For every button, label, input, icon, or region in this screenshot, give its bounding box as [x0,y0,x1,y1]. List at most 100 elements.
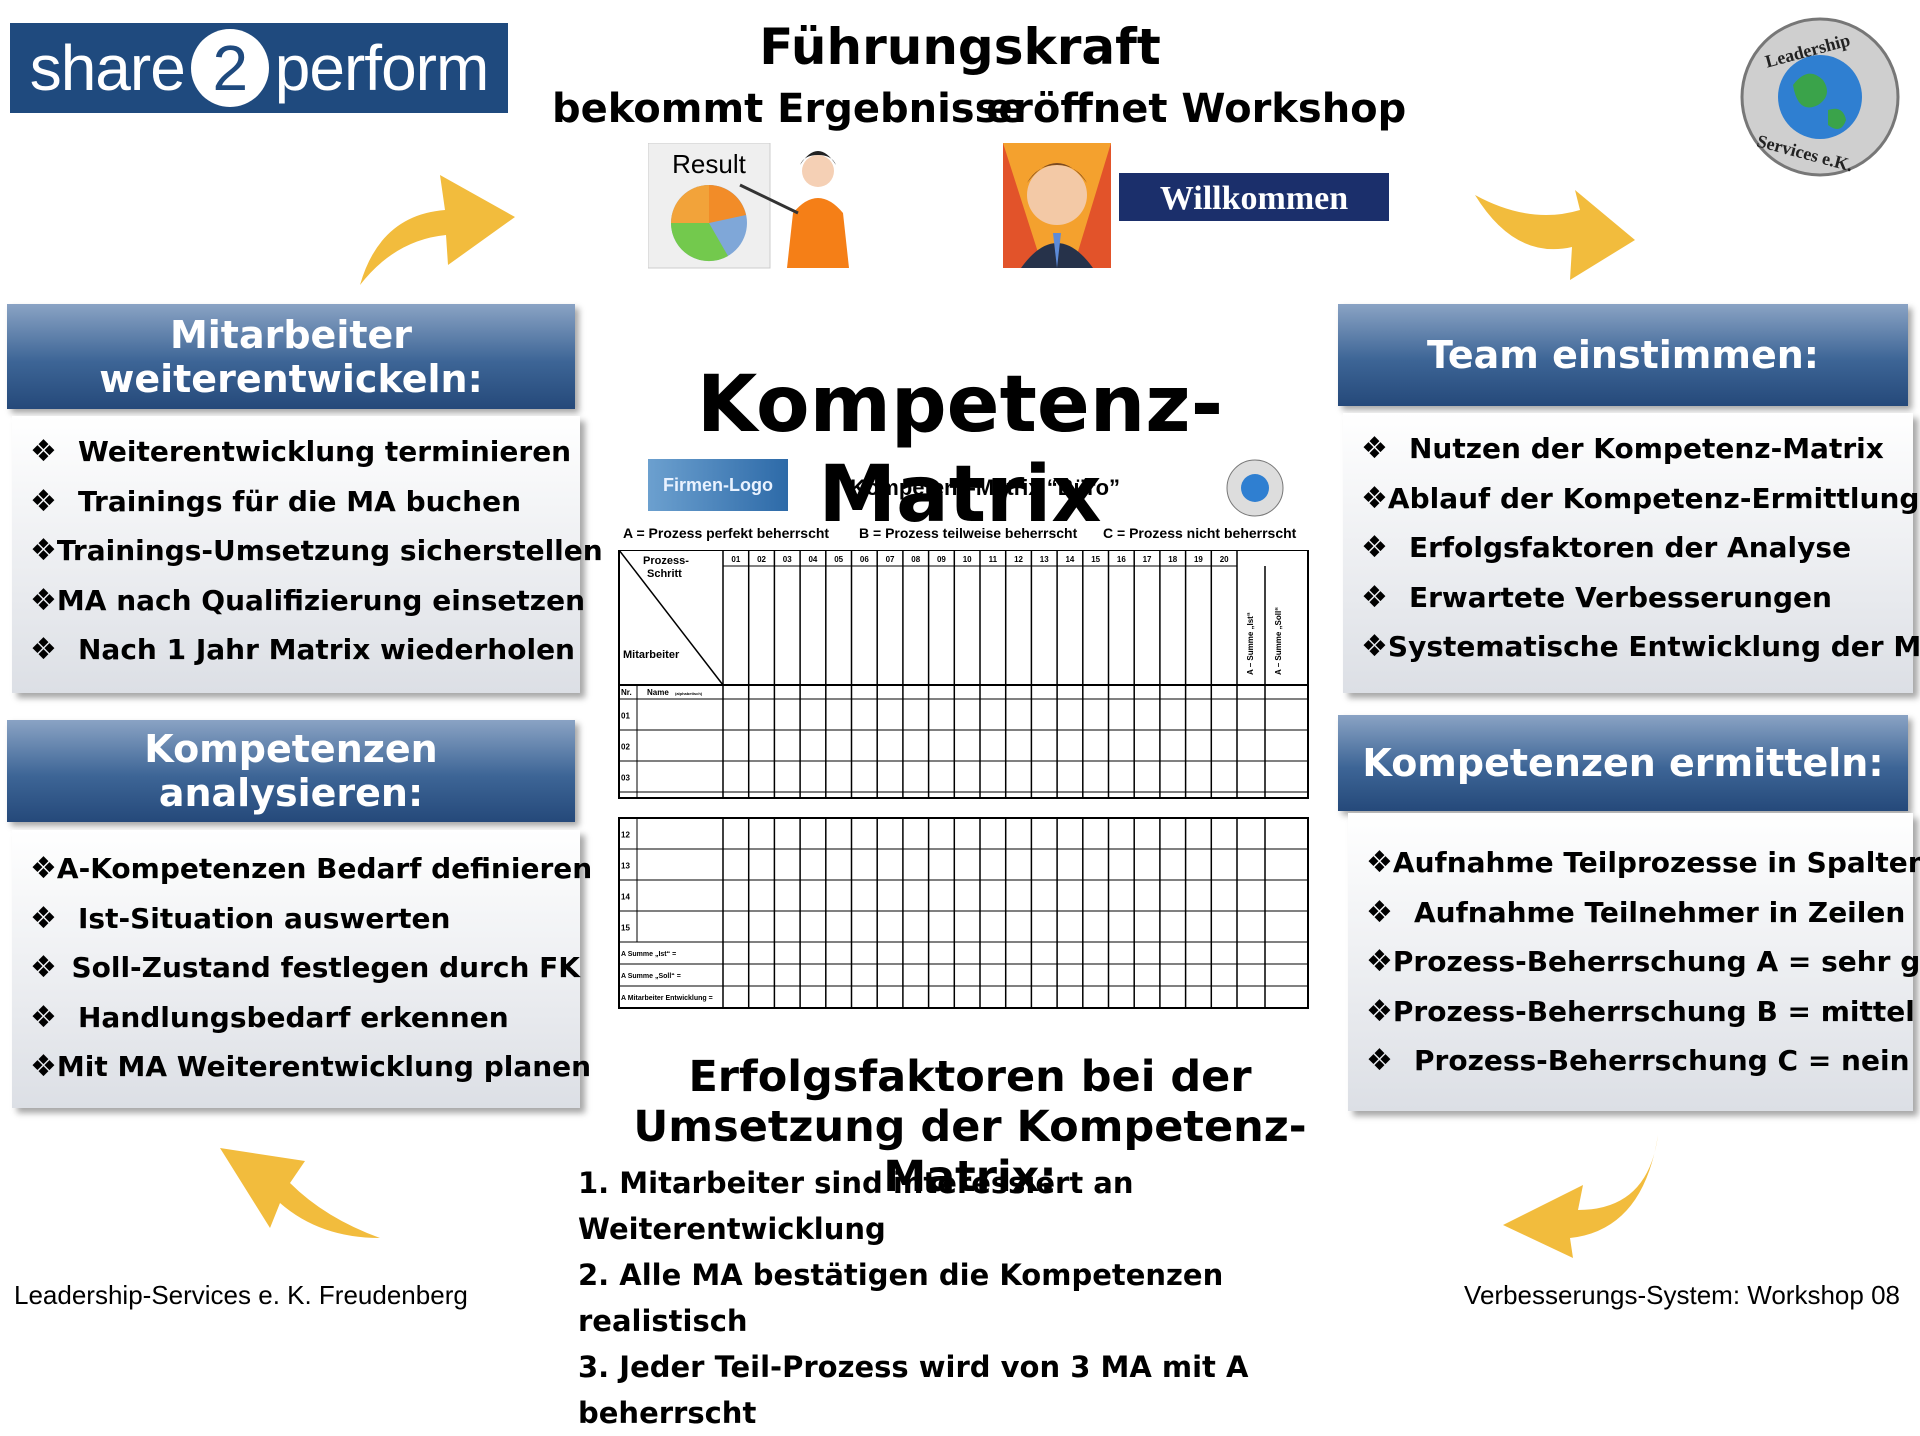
list-item: ❖MA nach Qualifizierung einsetzen [30,582,586,618]
matrix-corner-bottom: Mitarbeiter [623,649,680,661]
list-item: ❖Soll-Zustand festlegen durch FK [30,950,580,986]
list-item: ❖Ist-Situation auswerten [30,900,451,936]
matrix-col-number: 15 [1091,555,1100,564]
diamond-bullet-icon: ❖ [1361,530,1388,566]
welcome-illustration: Willkommen [1003,143,1391,271]
diamond-bullet-icon: ❖ [1366,845,1393,881]
matrix-row-number: 14 [621,893,630,902]
matrix-col-name-small: (alphabetisch) [675,691,703,696]
matrix-col-number: 17 [1143,555,1152,564]
matrix-col-number: 04 [808,555,817,564]
success-factors-title: Erfolgsfaktoren bei der Umsetzung der Ko… [633,1052,1307,1202]
matrix-row-number: 01 [621,712,630,721]
list-item: ❖Ablauf der Kompetenz-Ermittlung [1361,480,1920,516]
legend-c: C = Prozess nicht beherrscht [1103,525,1297,541]
box-top-left-body: ❖Weiterentwicklung terminieren ❖Training… [12,416,603,693]
logo-circle: 2 [190,29,269,107]
matrix-badge-icon [1226,459,1284,517]
matrix-col-number: 09 [937,555,946,564]
diamond-bullet-icon: ❖ [1361,579,1388,615]
list-item: ❖Mit MA Weiterentwicklung planen [30,1049,592,1085]
success-factor-item: 2. Alle MA bestätigen die Kompetenzen re… [578,1258,1224,1338]
list-item: ❖Systematische Entwicklung der MA [1361,629,1920,665]
list-item: ❖Aufnahme Teilnehmer in Zeilen [1366,894,1906,930]
matrix-col-number: 16 [1117,555,1126,564]
footer-right: Verbesserungs-System: Workshop 08 [1464,1280,1900,1310]
list-item: ❖Erwartete Verbesserungen [1361,579,1832,615]
arrow-top-left-icon [360,175,515,285]
matrix-col-name: Name [647,688,669,697]
matrix-sum-row-label: A Summe „Ist“ = [621,951,676,958]
diamond-bullet-icon: ❖ [30,999,57,1035]
matrix-col-number: 12 [1014,555,1023,564]
success-factor-item: 1. Mitarbeiter sind interessiert an Weit… [578,1166,1134,1246]
arrow-bottom-right-icon [1503,1135,1658,1258]
diamond-bullet-icon: ❖ [30,851,57,887]
matrix-col-number: 01 [731,555,740,564]
matrix-corner-top: Prozess- [643,555,689,567]
matrix-col-number: 19 [1194,555,1203,564]
diamond-bullet-icon: ❖ [30,483,57,519]
header-left-subtitle: bekommt Ergebnisse [552,86,1026,132]
diamond-bullet-icon: ❖ [30,900,57,936]
list-item: ❖A-Kompetenzen Bedarf definieren [30,851,593,887]
box-bottom-right-body: ❖Aufnahme Teilprozesse in Spalten ❖Aufna… [1348,813,1920,1111]
matrix-col-number: 10 [963,555,972,564]
box-top-right-body: ❖Nutzen der Kompetenz-Matrix ❖Ablauf der… [1343,413,1920,693]
diamond-bullet-icon: ❖ [1366,993,1393,1029]
matrix-col-number: 11 [989,555,998,564]
matrix-row-number: 13 [621,862,630,871]
success-factors-list: 1. Mitarbeiter sind interessiert an Weit… [578,1160,1398,1436]
matrix-col-number: 02 [757,555,766,564]
matrix-col-number: 13 [1040,555,1049,564]
box-top-right-title: Team einstimmen: [1338,304,1908,406]
diamond-bullet-icon: ❖ [1366,894,1393,930]
competence-matrix: Firmen-Logo Kompetenz-Matrix “Büro” A = … [615,455,1315,1035]
logo-text-right: perform [274,32,489,104]
matrix-corner-diagonal [618,550,724,686]
center-title: Kompetenz-Matrix [696,360,1224,540]
matrix-sum-soll-label: A – Summe „Soll“ [1274,607,1283,675]
diamond-bullet-icon: ❖ [30,533,57,569]
matrix-sum-row-label: A Summe „Soll“ = [621,973,681,980]
legend-a: A = Prozess perfekt beherrscht [623,525,830,541]
list-item: ❖Prozess-Beherrschung C = nein [1366,1043,1910,1079]
matrix-col-number: 05 [834,555,843,564]
diamond-bullet-icon: ❖ [30,1049,57,1085]
diamond-bullet-icon: ❖ [30,950,57,986]
matrix-col-nr: Nr. [621,688,632,697]
matrix-row-number: 15 [621,924,630,933]
list-item: ❖Handlungsbedarf erkennen [30,999,509,1035]
list-item: ❖Aufnahme Teilprozesse in Spalten [1366,845,1920,881]
arrow-bottom-left-icon [220,1148,380,1238]
matrix-col-number: 18 [1168,555,1177,564]
matrix-row-number: 03 [621,774,630,783]
list-item: ❖Trainings für die MA buchen [30,483,522,519]
logo-text-left: share [29,32,186,104]
list-item: ❖Erfolgsfaktoren der Analyse [1361,530,1852,566]
box-top-left-title: Mitarbeiter weiterentwickeln: [7,304,575,409]
result-illustration: Result [647,142,868,271]
header-right-subtitle: eröffnet Workshop [986,86,1407,132]
box-bottom-left-body: ❖A-Kompetenzen Bedarf definieren ❖Ist-Si… [12,830,593,1108]
diamond-bullet-icon: ❖ [1366,944,1393,980]
list-item: ❖Trainings-Umsetzung sicherstellen [30,533,603,569]
matrix-row-number: 02 [621,743,630,752]
diamond-bullet-icon: ❖ [30,632,57,668]
list-item: ❖Nutzen der Kompetenz-Matrix [1361,431,1884,467]
footer-left: Leadership-Services e. K. Freudenberg [14,1280,468,1310]
leadership-services-badge: Leadership Services e.K. [1740,17,1900,177]
matrix-corner-top: Schritt [647,568,682,580]
list-item: ❖Weiterentwicklung terminieren [30,434,572,470]
list-item: ❖Prozess-Beherrschung A = sehr gut [1366,944,1920,980]
diamond-bullet-icon: ❖ [1366,1043,1393,1079]
matrix-upper-frame [618,550,1309,799]
result-label: Result [672,149,746,179]
list-item: ❖Nach 1 Jahr Matrix wiederholen [30,632,575,668]
share2perform-logo: share 2 perform [10,23,508,113]
matrix-col-number: 06 [860,555,869,564]
matrix-title: Kompetenz-Matrix “Büro” [849,475,1121,500]
company-logo-placeholder: Firmen-Logo [648,459,788,511]
diamond-bullet-icon: ❖ [30,582,57,618]
